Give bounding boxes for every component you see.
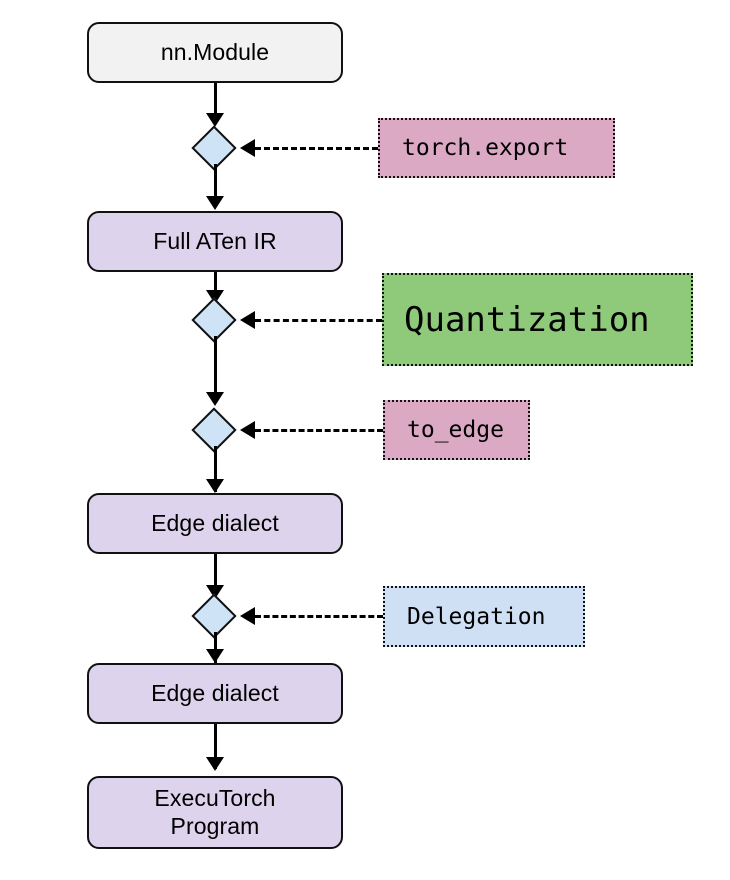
node-executorch-program-label: ExecuTorch Program [154,785,276,839]
dashed-connector-delegation [255,615,383,618]
arrowhead-down-1 [206,113,224,127]
node-nn-module-label: nn.Module [160,38,270,65]
node-full-aten-ir[interactable]: Full ATen IR [87,211,343,272]
connector-delegation-to-edge-dialect-2 [213,632,217,665]
stage-delegation-label: Delegation [407,603,546,630]
arrowhead-left-4 [240,607,255,625]
node-nn-module[interactable]: nn.Module [87,22,343,83]
stage-quantization-label: Quantization [404,299,650,340]
connector-edge-dialect-2-to-program [213,724,217,769]
node-edge-dialect-1-label: Edge dialect [151,509,279,536]
stage-to-edge[interactable]: to_edge [383,400,530,460]
connector-export-to-aten [213,164,217,198]
node-full-aten-ir-label: Full ATen IR [153,227,277,254]
arrowhead-down-7 [206,649,224,663]
arrowhead-left-3 [240,421,255,439]
connector-quantization-to-to-edge [213,336,217,401]
dashed-connector-to-edge [255,429,383,432]
arrowhead-left-1 [240,139,255,157]
node-edge-dialect-2[interactable]: Edge dialect [87,663,343,724]
dashed-connector-torch-export [255,147,378,150]
node-executorch-program[interactable]: ExecuTorch Program [87,776,343,849]
connector-to-edge-to-edge-dialect [213,446,217,492]
stage-quantization[interactable]: Quantization [382,273,693,366]
arrowhead-left-2 [240,311,255,329]
stage-to-edge-label: to_edge [407,417,504,443]
connector-nn-module-to-export [213,83,217,117]
stage-torch-export-label: torch.export [402,135,569,161]
arrowhead-down-5 [206,479,224,493]
node-edge-dialect-1[interactable]: Edge dialect [87,493,343,554]
arrowhead-down-2 [206,196,224,210]
arrowhead-down-4 [206,392,224,406]
dashed-connector-quantization [255,319,382,322]
stage-delegation[interactable]: Delegation [383,586,585,647]
stage-torch-export[interactable]: torch.export [378,118,615,178]
node-edge-dialect-2-label: Edge dialect [151,679,279,706]
connector-edge-dialect-to-delegation [213,554,217,596]
connector-aten-to-quantization [213,272,217,302]
arrowhead-down-8 [206,757,224,771]
